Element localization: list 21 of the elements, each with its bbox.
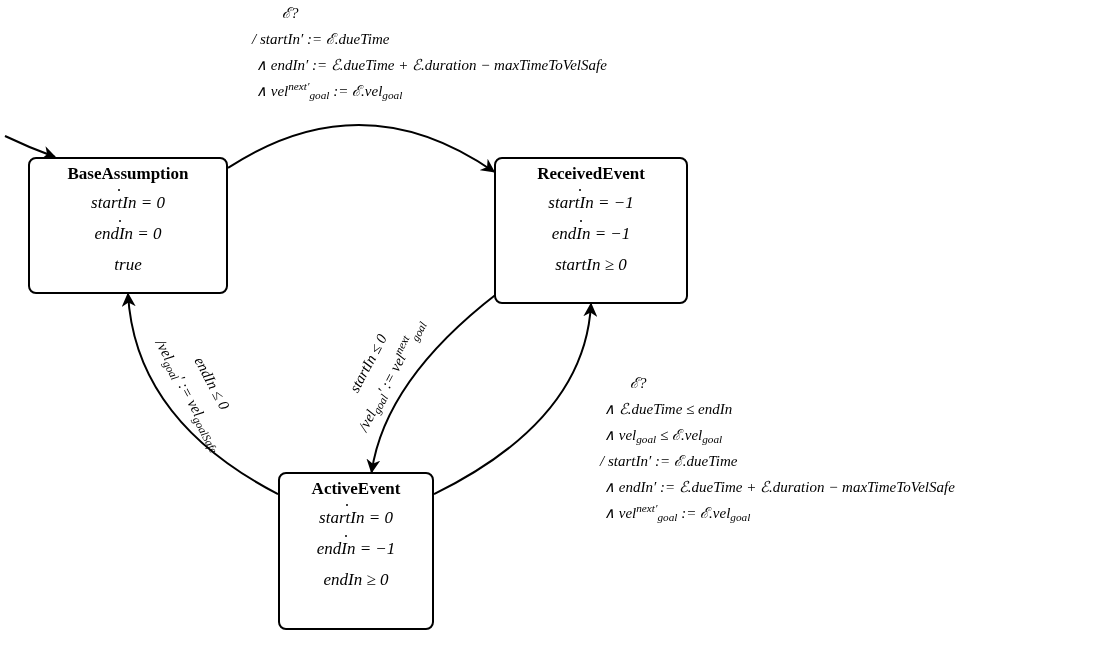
state-name: ActiveEvent bbox=[311, 478, 401, 500]
state-box bbox=[494, 157, 688, 304]
state-condition: startIn = −1 bbox=[548, 193, 634, 213]
state-condition: endIn = −1 bbox=[316, 539, 396, 559]
state-condition: startIn = 0 bbox=[91, 193, 165, 213]
transition-arrow bbox=[122, 292, 279, 496]
state-condition: startIn = 0 bbox=[319, 508, 393, 528]
state-condition: true bbox=[114, 255, 142, 275]
state-name: ReceivedEvent bbox=[537, 163, 645, 185]
state-box bbox=[28, 157, 228, 294]
state-condition: endIn = 0 bbox=[94, 224, 162, 244]
state-condition: startIn ≥ 0 bbox=[555, 255, 627, 275]
state-condition: endIn ≥ 0 bbox=[323, 570, 389, 590]
state-condition: endIn = −1 bbox=[551, 224, 631, 244]
state-box bbox=[278, 472, 434, 630]
state-name: BaseAssumption bbox=[67, 163, 189, 185]
transition-arrow bbox=[433, 302, 597, 496]
transition-arrow bbox=[4, 135, 57, 160]
edge-label: ℰ? / startIn′ := ℰ.dueTime ∧ endIn′ := ℰ.dueTime + ℰ.duration − maxTimeToVelSafe ∧ vel$^{next′}$$_{goal}$ := ℰ.vel$_{goal}$ bbox=[252, 4, 608, 103]
edge-label: ℰ? ∧ ℰ.dueTime ≤ endIn ∧ vel$_{goal}$ ≤ ℰ.vel$_{goal}$ / startIn′ := ℰ.dueTime ∧ endIn′ := ℰ.dueTime + ℰ.duration − maxTimeToVelSafe ∧ vel$^{next′}$$_{goal}$ := ℰ.vel$_{goal}$ bbox=[600, 374, 956, 525]
transition-arrow bbox=[227, 123, 496, 173]
